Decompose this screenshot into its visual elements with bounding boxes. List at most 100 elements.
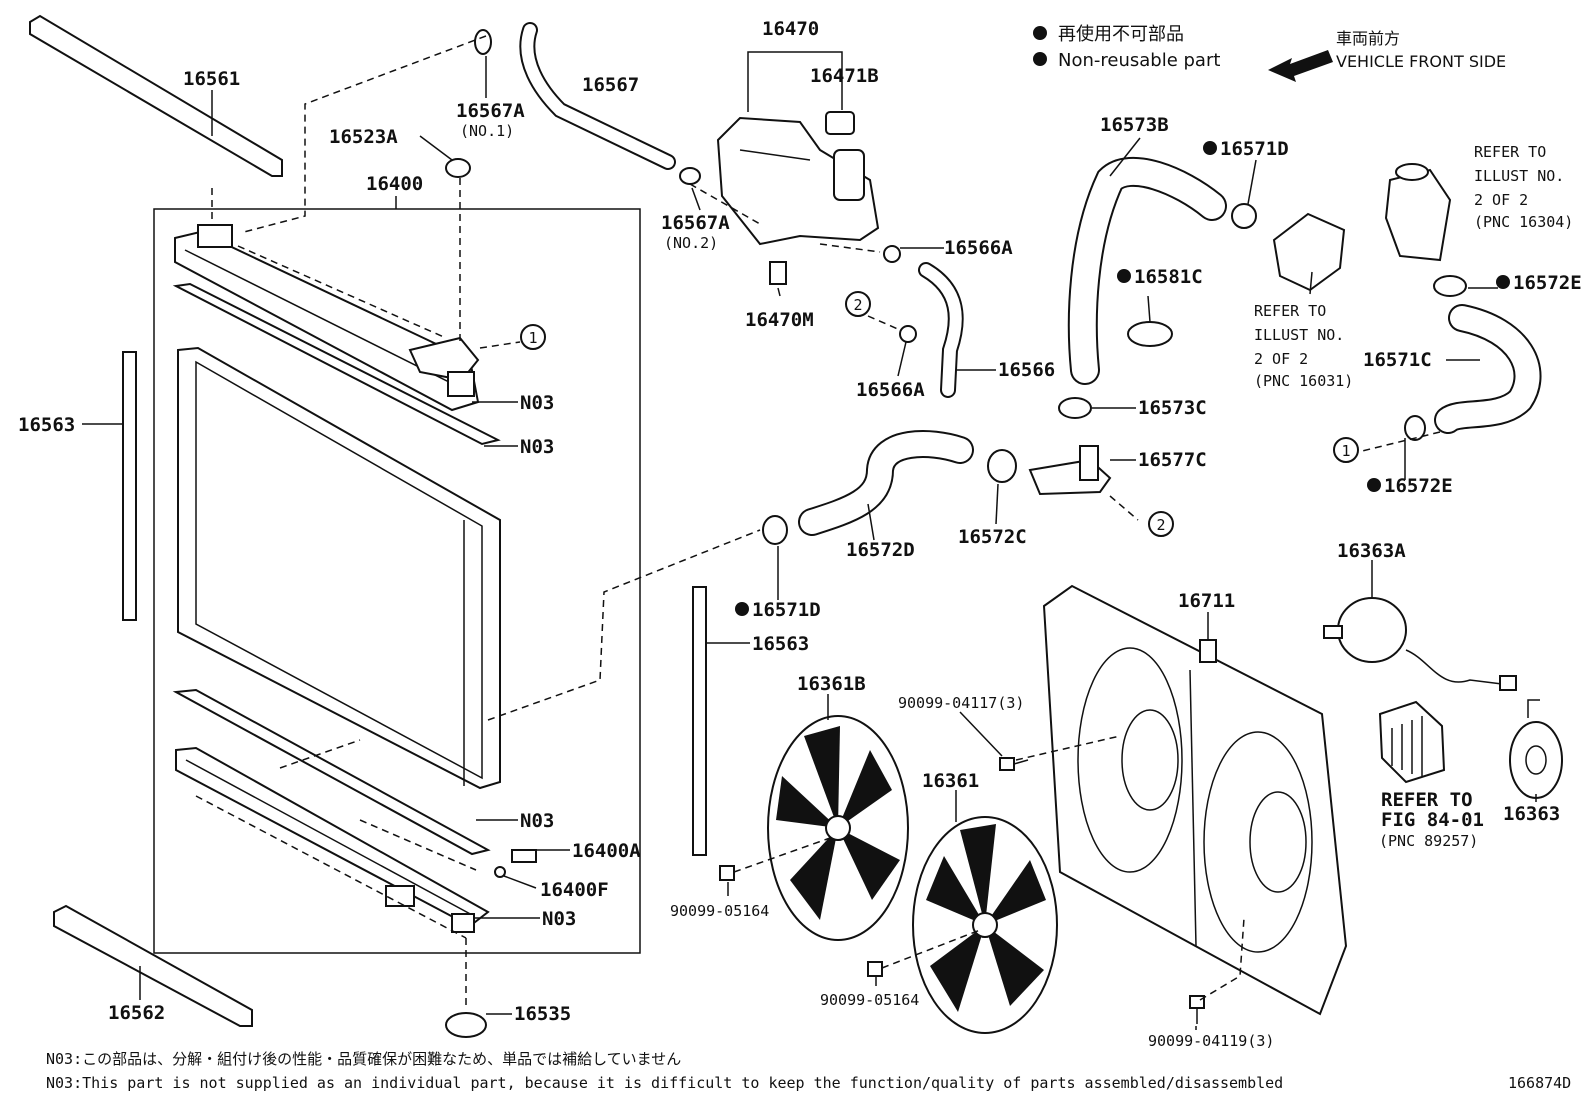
front-arrow-icon	[1268, 50, 1333, 82]
clamp-16581C	[1127, 321, 1173, 347]
svg-text:REFER TO: REFER TO	[1381, 789, 1473, 811]
clamp-16566A-2	[899, 325, 917, 343]
label-16471B: 16471B	[810, 65, 879, 87]
non-reusable-dot-icon	[1367, 478, 1381, 492]
label-90099-04117: 90099-04117(3)	[898, 694, 1024, 712]
lower-seal	[172, 688, 491, 856]
legend: 再使用不可部品 Non-reusable part 車両前方 VEHICLE F…	[1033, 24, 1506, 82]
label-16566A-2: 16566A	[856, 379, 925, 401]
legend-en: Non-reusable part	[1058, 50, 1220, 71]
reference-pnc-89257: REFER TO FIG 84-01 (PNC 89257)	[1379, 789, 1484, 850]
callout-1b	[1333, 437, 1359, 463]
filler-neck	[408, 336, 480, 382]
callout-2a-label: 2	[853, 296, 862, 314]
fan-shroud-16711	[1042, 584, 1348, 1016]
label-16562: 16562	[108, 1002, 165, 1024]
reference-pnc-16304: REFER TO ILLUST NO. 2 OF 2 (PNC 16304)	[1474, 143, 1573, 231]
svg-text:2 OF 2: 2 OF 2	[1474, 191, 1528, 209]
label-16571D-2: 16571D	[752, 599, 821, 621]
label-16571C: 16571C	[1363, 349, 1432, 371]
upper-seal	[172, 282, 501, 446]
label-16572E-1: 16572E	[1513, 272, 1582, 294]
diagram-id: 166874D	[1508, 1074, 1571, 1092]
callout-1a-label: 1	[528, 329, 537, 347]
reference-pnc-16031: REFER TO ILLUST NO. 2 OF 2 (PNC 16031)	[1254, 302, 1353, 390]
label-16400A: 16400A	[572, 840, 641, 862]
clamp-16571D-1	[1231, 203, 1257, 229]
callout-2b-label: 2	[1156, 516, 1165, 534]
label-16566A-1: 16566A	[944, 237, 1013, 259]
direction-en: VEHICLE FRONT SIDE	[1336, 52, 1506, 71]
label-16567A-no1-sub: (NO.1)	[460, 122, 514, 140]
callout-2a	[845, 291, 871, 317]
fan-16361B	[767, 715, 909, 941]
reservoir-assembly	[716, 111, 880, 285]
label-16577C: 16577C	[1138, 449, 1207, 471]
svg-text:2 OF 2: 2 OF 2	[1254, 350, 1308, 368]
svg-text:FIG 84-01: FIG 84-01	[1381, 809, 1484, 831]
svg-text:(PNC 16031): (PNC 16031)	[1254, 372, 1353, 390]
callout-1a	[520, 324, 546, 350]
label-16400F: 16400F	[540, 879, 609, 901]
nut-90099-05164-2	[867, 961, 883, 977]
label-16363A: 16363A	[1337, 540, 1406, 562]
non-reusable-dot-icon	[1117, 269, 1131, 283]
label-16573C: 16573C	[1138, 397, 1207, 419]
bolt-90099-04117	[999, 757, 1029, 771]
clamp-16567A-2	[679, 167, 701, 185]
non-reusable-dot-icon	[1033, 26, 1047, 40]
footer-note-en: N03:This part is not supplied as an indi…	[46, 1074, 1283, 1092]
clamp-16572E-2	[1404, 415, 1426, 441]
non-reusable-dot-icon	[1203, 141, 1217, 155]
radiator-core	[177, 346, 501, 790]
label-16711: 16711	[1178, 590, 1235, 612]
label-16573B: 16573B	[1100, 114, 1169, 136]
label-16561: 16561	[183, 68, 240, 90]
bolt-90099-04119	[1189, 995, 1205, 1024]
label-90099-05164-1: 90099-05164	[670, 902, 769, 920]
label-16535: 16535	[514, 1003, 571, 1025]
label-16567A-no2: 16567A	[661, 212, 730, 234]
clamp-16571D-2	[762, 515, 788, 545]
callout-2b	[1148, 511, 1174, 537]
label-16563-right: 16563	[752, 633, 809, 655]
legend-jp: 再使用不可部品	[1058, 24, 1184, 45]
clamp-16572C	[987, 449, 1017, 483]
label-n03-3: N03	[520, 810, 554, 832]
clamp-16573C	[1058, 397, 1092, 419]
drain-cock	[511, 849, 537, 863]
fan-resistor	[1378, 700, 1446, 784]
label-16361: 16361	[922, 770, 979, 792]
label-16581C: 16581C	[1134, 266, 1203, 288]
non-reusable-dot-icon	[1033, 52, 1047, 66]
footer-note-jp: N03:この部品は、分解・組付け後の性能・品質確保が困難なため、単品では補給して…	[46, 1050, 681, 1068]
nut-90099-05164-1	[719, 865, 735, 881]
direction-jp: 車両前方	[1336, 29, 1400, 48]
non-reusable-dot-icon	[735, 602, 749, 616]
water-inlet-housing	[1272, 212, 1346, 292]
non-reusable-dot-icon	[1496, 275, 1510, 289]
reservoir-grommet	[769, 261, 787, 285]
svg-text:(PNC 16304): (PNC 16304)	[1474, 213, 1573, 231]
svg-text:ILLUST NO.: ILLUST NO.	[1254, 326, 1344, 344]
drain-o-ring	[494, 866, 506, 878]
label-90099-04119: 90099-04119(3)	[1148, 1032, 1274, 1050]
support-grommet	[445, 158, 471, 178]
upper-inlet	[197, 224, 233, 248]
label-16571D-1: 16571D	[1220, 138, 1289, 160]
fan-motor-16363A	[1323, 597, 1517, 691]
label-16470: 16470	[762, 18, 819, 40]
fan-motor-16363	[1509, 699, 1563, 799]
lower-grommet	[445, 1012, 487, 1038]
svg-text:REFER TO: REFER TO	[1254, 302, 1326, 320]
radiator-assembly	[153, 158, 641, 1038]
side-seal-16563-left	[122, 351, 137, 621]
label-16567: 16567	[582, 74, 639, 96]
label-16572C: 16572C	[958, 526, 1027, 548]
radiator-box	[153, 208, 641, 954]
svg-text:(PNC 89257): (PNC 89257)	[1379, 832, 1478, 850]
fan-16361	[912, 816, 1058, 1034]
callout-1b-label: 1	[1341, 442, 1350, 460]
label-16523A: 16523A	[329, 126, 398, 148]
